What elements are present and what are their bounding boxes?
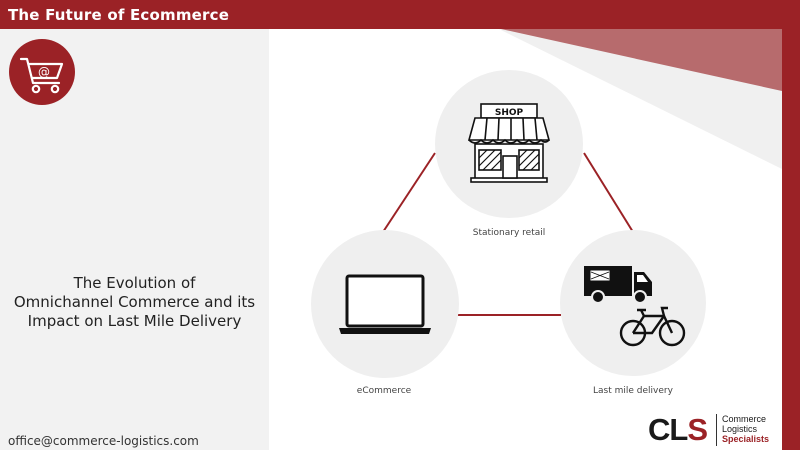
subtitle-line-3: Impact on Last Mile Delivery — [27, 312, 242, 330]
header-bar: The Future of Ecommerce — [0, 0, 800, 29]
last-mile-delivery-circle — [560, 230, 706, 376]
right-border-strip — [782, 29, 800, 450]
decorative-corner-shapes — [499, 29, 782, 169]
stationary-retail-circle: SHOP — [435, 70, 583, 218]
ecommerce-label: eCommerce — [356, 386, 412, 396]
stationary-retail-label: Stationary retail — [472, 228, 546, 238]
subtitle-line-1: The Evolution of — [73, 274, 196, 292]
laptop-icon — [339, 274, 431, 334]
last-mile-delivery-label: Last mile delivery — [593, 386, 673, 396]
page-title: The Future of Ecommerce — [8, 6, 230, 24]
ecommerce-circle — [311, 230, 459, 378]
brand-name: Commerce Logistics Specialists — [722, 414, 770, 444]
subtitle-line-2: Omnichannel Commerce and its — [13, 293, 256, 311]
shop-sign-text: SHOP — [495, 108, 524, 118]
presentation-subtitle: The Evolution of Omnichannel Commerce an… — [0, 274, 269, 331]
shopping-cart-at-icon: @ — [9, 39, 75, 105]
shop-icon: SHOP — [467, 103, 551, 183]
delivery-truck-icon — [584, 266, 652, 304]
bicycle-icon — [619, 306, 686, 347]
connector-shop-ecommerce — [382, 152, 436, 233]
contact-email: office@commerce-logistics.com — [8, 434, 199, 448]
at-sign-icon: @ — [38, 65, 50, 79]
red-corner-shape — [501, 29, 782, 91]
connector-shop-delivery — [583, 152, 634, 233]
brand-divider — [716, 414, 717, 446]
cls-letters: CLS — [648, 412, 708, 447]
